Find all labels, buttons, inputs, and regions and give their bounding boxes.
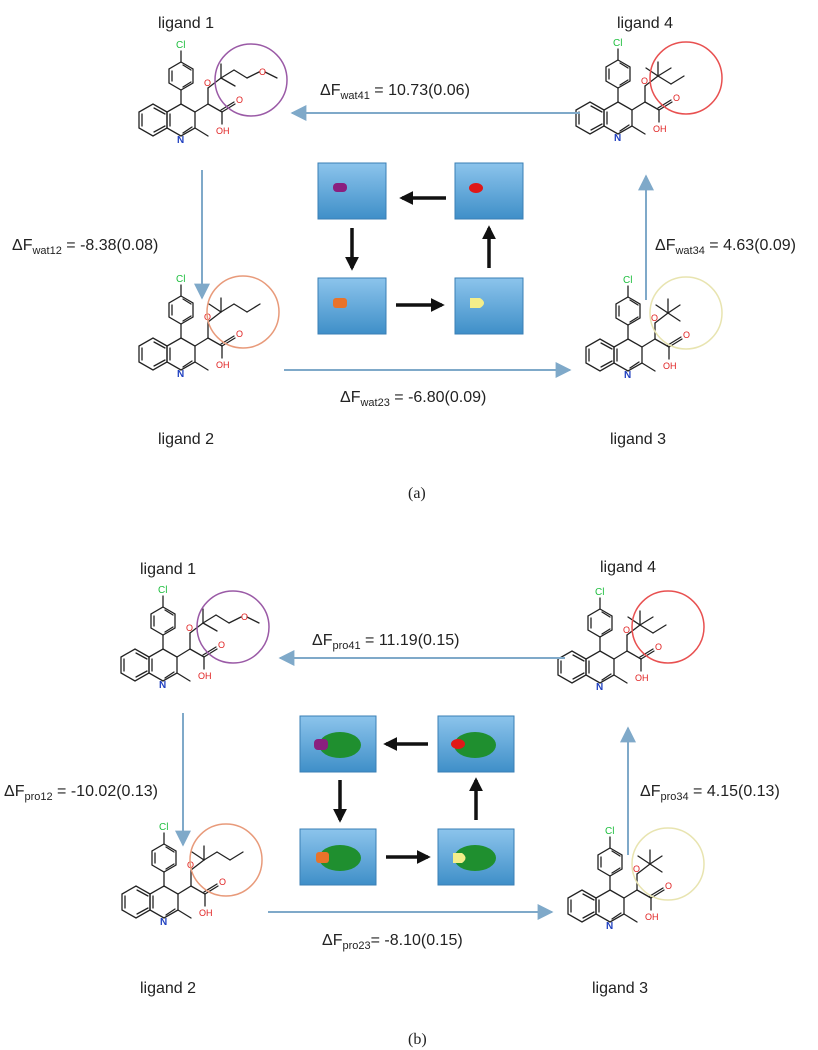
ligand-3-label: ligand 3 bbox=[592, 980, 648, 997]
ether-oxygen-chain: O bbox=[241, 612, 248, 622]
fragment-ligand-3 bbox=[453, 853, 466, 863]
edge-label-41: ΔFpro41 = 11.19(0.15) bbox=[312, 632, 460, 652]
protein-shape bbox=[319, 845, 361, 871]
ligand-1-highlight-circle bbox=[214, 43, 288, 117]
ligand-1-highlight-circle bbox=[196, 590, 270, 664]
caption-a: (a) bbox=[408, 485, 426, 502]
protein-shape bbox=[454, 732, 496, 758]
fragment-ligand-2 bbox=[316, 852, 329, 863]
ligand-2-structure bbox=[138, 273, 280, 381]
ligand-3-structure bbox=[567, 825, 705, 933]
ligand-4-highlight-circle bbox=[631, 590, 705, 664]
fragment-ligand-1 bbox=[314, 739, 328, 750]
box-ligand-1 bbox=[317, 162, 387, 220]
ligand-2-highlight-circle bbox=[189, 823, 263, 897]
caption-b: (b) bbox=[408, 1031, 427, 1048]
protein-shape bbox=[319, 732, 361, 758]
ether-oxygen-chain: O bbox=[259, 67, 266, 77]
ligand-4-label: ligand 4 bbox=[600, 559, 656, 576]
ligand-2-structure bbox=[121, 821, 263, 929]
ligand-2-highlight-circle bbox=[206, 275, 280, 349]
ligand-4-structure bbox=[557, 586, 705, 694]
fragment-ligand-3 bbox=[470, 298, 484, 308]
ligand-2-label: ligand 2 bbox=[158, 431, 214, 448]
ligand-4-highlight-circle bbox=[649, 41, 723, 115]
protein-shape bbox=[454, 845, 496, 871]
panel-b: ligand 1 ligand 2 ligand 3 ligand 4 O bbox=[4, 559, 780, 1048]
ligand-4-structure bbox=[575, 37, 723, 145]
fragment-ligand-4 bbox=[451, 739, 465, 749]
ligand-1-label: ligand 1 bbox=[158, 15, 214, 32]
ligand-4-label: ligand 4 bbox=[617, 15, 673, 32]
edge-label-34: ΔFpro34 = 4.15(0.13) bbox=[640, 783, 780, 803]
schematic-cycle-b bbox=[299, 715, 515, 886]
edge-label-12: ΔFpro12 = -10.02(0.13) bbox=[4, 783, 158, 803]
ligand-3-highlight-circle bbox=[631, 827, 705, 901]
ligand-1-structure: O bbox=[120, 584, 270, 692]
ligand-1-structure: O bbox=[138, 39, 288, 147]
fragment-ligand-2 bbox=[333, 298, 347, 308]
edge-label-12: ΔFwat12 = -8.38(0.08) bbox=[12, 237, 158, 257]
box-ligand-2 bbox=[317, 277, 387, 335]
ligand-3-structure bbox=[585, 274, 723, 382]
ligand-3-label: ligand 3 bbox=[610, 431, 666, 448]
edge-label-23: ΔFwat23 = -6.80(0.09) bbox=[340, 389, 486, 409]
edge-label-23: ΔFpro23= -8.10(0.15) bbox=[322, 932, 463, 952]
box-ligand-3 bbox=[454, 277, 524, 335]
ligand-3-highlight-circle bbox=[649, 276, 723, 350]
edge-label-34: ΔFwat34 = 4.63(0.09) bbox=[655, 237, 796, 257]
ligand-2-label: ligand 2 bbox=[140, 980, 196, 997]
box-ligand-4 bbox=[454, 162, 524, 220]
fragment-ligand-4 bbox=[469, 183, 483, 193]
ligand-1-label: ligand 1 bbox=[140, 561, 196, 578]
panel-a: ligand 1 ligand 2 ligand 3 ligand 4 O bbox=[12, 15, 796, 502]
schematic-cycle-a bbox=[317, 162, 524, 335]
fragment-ligand-1 bbox=[333, 183, 347, 192]
edge-label-41: ΔFwat41 = 10.73(0.06) bbox=[320, 82, 470, 102]
